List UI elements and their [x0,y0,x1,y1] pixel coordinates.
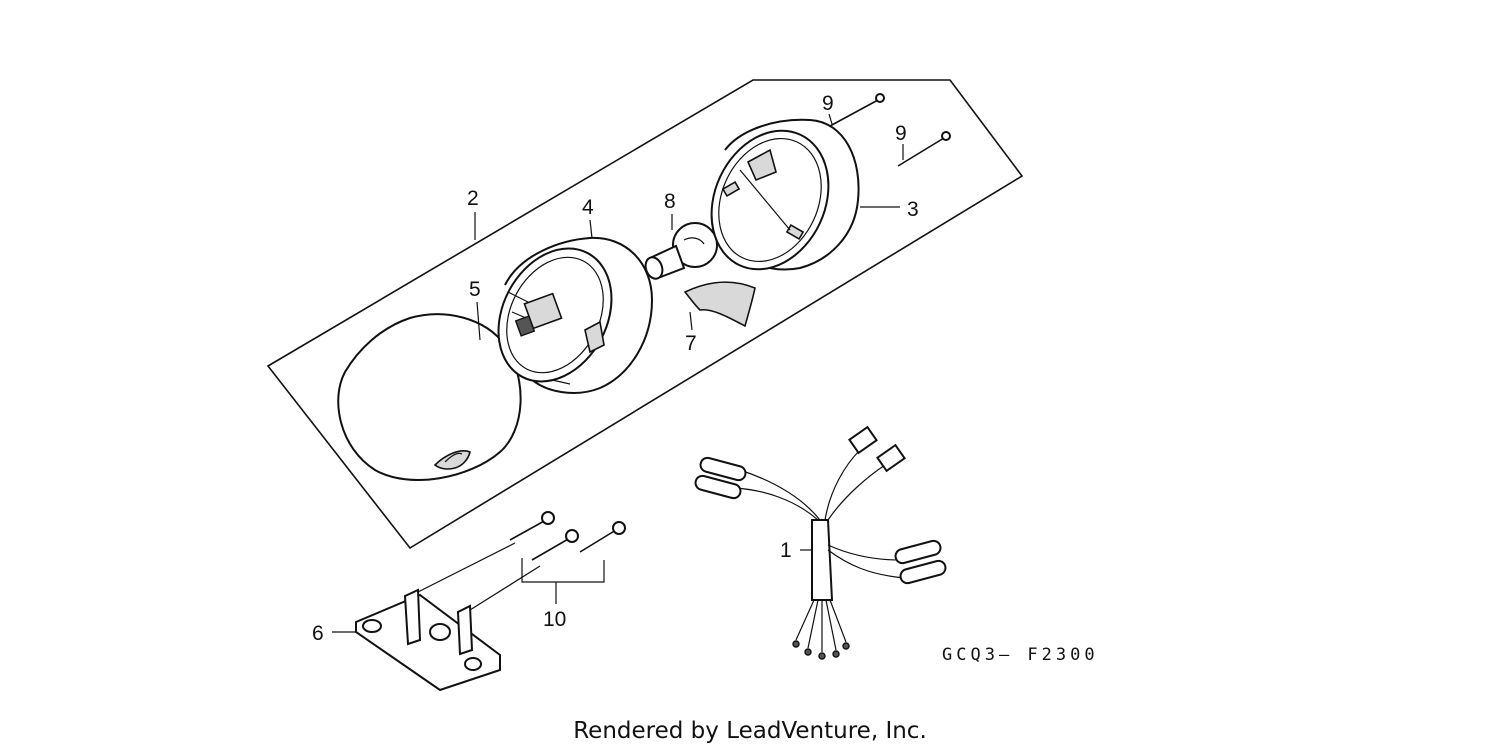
callout-1: 1 [780,539,792,562]
callout-2: 2 [467,187,479,210]
callout-7: 7 [685,332,697,355]
part-4-lamp-housing [497,236,654,394]
diagram-code: GCQ3– F2300 [942,645,1099,665]
part-10-screws [509,511,626,561]
callout-10: 10 [543,608,566,631]
callout-9-upper: 9 [822,92,834,115]
callout-9-lower: 9 [895,122,907,145]
leader-lines [332,113,904,633]
footer-credit: Rendered by LeadVenture, Inc. [573,718,927,744]
callout-3: 3 [907,198,919,221]
part-8-bulb [644,222,718,280]
part-6-bracket [355,588,501,692]
callout-6: 6 [312,622,324,645]
part-9-screw-lower [897,131,951,167]
part-7-gasket [683,281,756,328]
callout-5: 5 [469,278,481,301]
part-5-lens-cover [337,313,522,481]
callout-8: 8 [664,190,676,213]
assembly-boundary [266,79,1024,550]
callout-4: 4 [582,196,594,219]
part-3-rear-housing [710,118,860,271]
part-9-screw-upper [829,93,885,127]
part-1-wire-harness [694,425,947,660]
